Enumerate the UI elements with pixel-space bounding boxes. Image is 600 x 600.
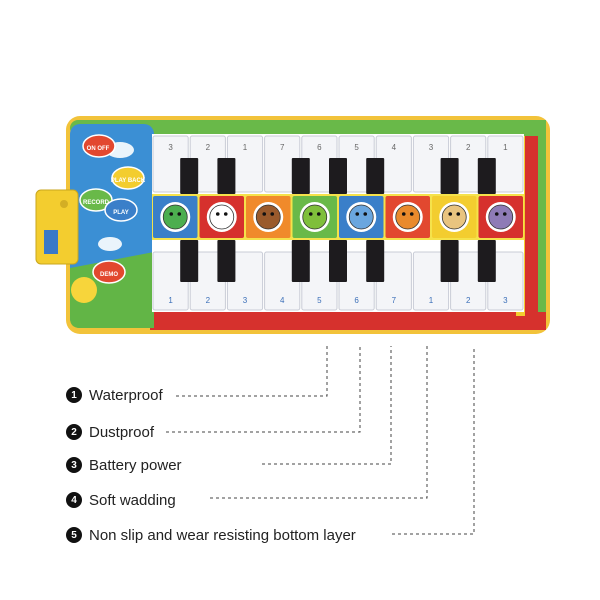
bottom-key-number: 2 (206, 296, 211, 305)
top-key-number: 1 (243, 143, 248, 152)
feature-5: 5 Non slip and wear resisting bottom lay… (66, 525, 356, 545)
animal-eye-icon (308, 212, 313, 216)
mat-button-2 (111, 166, 145, 190)
animal-eye-icon (409, 212, 414, 216)
bottom-key-number: 7 (392, 296, 397, 305)
animal-eye-icon (316, 212, 321, 216)
feature-4: 4 Soft wadding (66, 490, 176, 510)
feature-number: 5 (66, 527, 82, 543)
mat-button-4 (104, 198, 138, 222)
mat-button-5 (92, 260, 126, 284)
battery-compartment (44, 230, 58, 254)
top-black-key (180, 158, 199, 194)
animal-eye-icon (223, 212, 228, 216)
feature-label: Non slip and wear resisting bottom layer (89, 526, 356, 544)
animal-eye-icon (363, 212, 368, 216)
top-black-key (366, 158, 385, 194)
bottom-black-key (440, 240, 459, 282)
bottom-key-number: 4 (280, 296, 285, 305)
bottom-black-key (366, 240, 385, 282)
animal-eye-icon (177, 212, 182, 216)
top-black-key (477, 158, 496, 194)
bottom-black-key (291, 240, 310, 282)
zebra-icon (209, 204, 235, 230)
bottom-key-number: 5 (317, 296, 322, 305)
cat-icon (441, 204, 467, 230)
feature-1: 1 Waterproof (66, 385, 163, 405)
animal-eye-icon (262, 212, 267, 216)
top-key-number: 2 (466, 143, 471, 152)
feature-number: 1 (66, 387, 82, 403)
bottom-black-key (477, 240, 496, 282)
bottom-key-number: 3 (243, 296, 248, 305)
mat-bottom-red-band (150, 312, 546, 330)
feature-label: Battery power (89, 456, 182, 474)
top-key-number: 2 (206, 143, 211, 152)
animal-eye-icon (270, 212, 275, 216)
animal-eye-icon (169, 212, 174, 216)
top-key-number: 4 (392, 143, 397, 152)
bottom-key-number: 3 (503, 296, 508, 305)
top-black-key (217, 158, 236, 194)
top-black-key (440, 158, 459, 194)
animal-eye-icon (401, 212, 406, 216)
mat-top-green-band (70, 120, 546, 136)
leader-line-4 (210, 346, 428, 499)
bottom-black-key (180, 240, 199, 282)
sun-icon (71, 277, 97, 303)
mat-button-1 (82, 134, 116, 158)
feature-number: 4 (66, 492, 82, 508)
animal-eye-icon (355, 212, 360, 216)
top-key-number: 7 (280, 143, 285, 152)
feature-label: Soft wadding (89, 491, 176, 509)
feature-number: 2 (66, 424, 82, 440)
hippo-icon (488, 204, 514, 230)
animal-eye-icon (215, 212, 220, 216)
leader-line-5 (392, 346, 475, 535)
animal-eye-icon (456, 212, 461, 216)
callout-leader-lines (166, 346, 475, 535)
top-key-number: 5 (354, 143, 359, 152)
mat-button-label: PLAY BACK (111, 178, 146, 184)
leader-line-1 (176, 346, 328, 397)
feature-3: 3 Battery power (66, 455, 182, 475)
bottom-key-number: 2 (466, 296, 471, 305)
bottom-key-number: 1 (429, 296, 434, 305)
control-panel-grass (70, 252, 154, 328)
animal-eye-icon (448, 212, 453, 216)
elephant-icon (348, 204, 374, 230)
top-key-number: 3 (168, 143, 173, 152)
lion-icon (395, 204, 421, 230)
monkey-icon (255, 204, 281, 230)
mat-button-label: DEMO (100, 272, 118, 278)
feature-label: Waterproof (89, 386, 163, 404)
leader-line-2 (166, 346, 361, 433)
bottom-key-number: 6 (354, 296, 359, 305)
mat-button-label: PLAY (113, 210, 128, 216)
top-key-number: 6 (317, 143, 322, 152)
mat-button-label: RECORD (83, 200, 110, 206)
speaker-grille-icon (60, 200, 68, 208)
feature-label: Dustproof (89, 423, 155, 441)
animal-eye-icon (502, 212, 507, 216)
feature-2: 2 Dustproof (66, 422, 154, 442)
frog-icon (162, 204, 188, 230)
bottom-black-key (329, 240, 347, 282)
mat-button-label: ON OFF (87, 146, 110, 152)
mat-right-red-strip (524, 136, 538, 316)
bottom-key-number: 1 (168, 296, 173, 305)
top-black-key (291, 158, 310, 194)
leader-line-3 (262, 346, 392, 465)
feature-number: 3 (66, 457, 82, 473)
top-key-number: 1 (503, 143, 508, 152)
cloud-icon (98, 237, 122, 251)
giraffe-icon (302, 204, 328, 230)
bottom-black-key (217, 240, 236, 282)
mat-button-3 (79, 188, 113, 212)
animal-eye-icon (494, 212, 499, 216)
top-key-number: 3 (429, 143, 434, 152)
top-black-key (329, 158, 347, 194)
